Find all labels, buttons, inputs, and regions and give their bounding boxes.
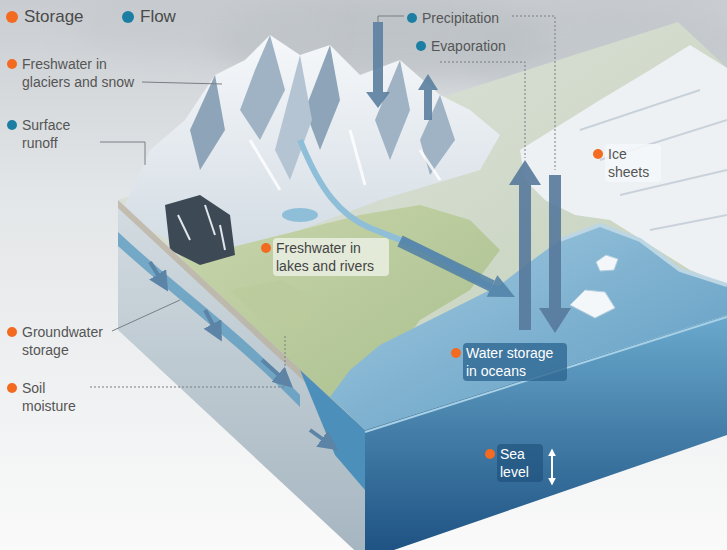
legend-label: Storage (22, 7, 86, 27)
callout-label: Surface runoff (19, 115, 95, 153)
leader-line (378, 16, 404, 22)
callout: Sea level (497, 444, 543, 482)
mountain-shadow (240, 35, 285, 140)
legend-swatch (122, 11, 134, 23)
ocean-evaporation-arrow (519, 185, 531, 330)
snow-streaks (178, 205, 225, 250)
callout-dot (485, 449, 495, 459)
leader-line (142, 82, 222, 84)
ocean-cross-section (365, 315, 727, 550)
coastal-water (300, 370, 365, 490)
callout: Soil moisture (19, 378, 85, 416)
callout: Groundwater storage (19, 322, 115, 360)
callout-label: Soil moisture (19, 378, 85, 416)
precipitation-arrow (373, 22, 383, 92)
mountain-shadow (190, 75, 225, 170)
runoff-arrow (400, 241, 492, 286)
callout-label: Water storage in oceans (463, 343, 567, 381)
ocean-precipitation-arrow (549, 175, 561, 308)
callout-label: Freshwater in glaciers and snow (19, 54, 150, 92)
runoff-arrow-head (487, 275, 515, 297)
callout-label: Precipitation (419, 8, 502, 28)
lake (282, 208, 318, 222)
callout: Water storage in oceans (463, 343, 567, 381)
sea-level-arrow (551, 450, 553, 484)
callout: Ice sheets (605, 144, 661, 182)
callout-dot (7, 383, 17, 393)
ice-streaks (580, 90, 727, 230)
ice-cliff (560, 225, 727, 285)
groundwater-flow-arrow (150, 262, 166, 288)
precipitation-arrow-head (366, 92, 390, 108)
mountain-shadow (305, 45, 340, 150)
callout-label: Freshwater in lakes and rivers (273, 238, 389, 276)
ocean-precipitation-arrow-head (539, 308, 571, 333)
callout: Precipitation (419, 8, 502, 28)
callout-dot (261, 243, 271, 253)
callout-dot (416, 41, 426, 51)
iceberg (570, 290, 615, 318)
callout-label: Groundwater storage (19, 322, 115, 360)
callout: Freshwater in glaciers and snow (19, 54, 150, 92)
legend-swatch (6, 11, 18, 23)
legend-label: Flow (138, 7, 178, 27)
callout: Evaporation (428, 36, 509, 56)
leader-line (512, 16, 555, 170)
leader-line (90, 335, 285, 387)
callout-dot (451, 348, 461, 358)
callout-dot (593, 149, 603, 159)
callout-label: Evaporation (428, 36, 509, 56)
leader-line (100, 142, 145, 165)
callout-dot (7, 120, 17, 130)
callout: Freshwater in lakes and rivers (273, 238, 389, 276)
evaporation-arrow (424, 90, 432, 120)
callout-dot (407, 13, 417, 23)
callout: Surface runoff (19, 115, 95, 153)
leader-line (112, 300, 180, 331)
leader-line (440, 62, 525, 158)
ocean-evaporation-arrow-head (509, 160, 541, 185)
groundwater-flow-arrow (262, 360, 290, 385)
sea-surface-line (365, 317, 727, 432)
iceberg (596, 255, 618, 271)
groundwater-flow-arrow (205, 310, 220, 338)
cloud (70, 0, 330, 55)
callout-label: Ice sheets (605, 144, 661, 182)
callout-dot (7, 327, 17, 337)
evaporation-arrow-head (418, 74, 438, 90)
callout-dot (7, 59, 17, 69)
callout-label: Sea level (497, 444, 543, 482)
groundwater-flow-arrow (310, 430, 335, 448)
glacier-streaks (250, 130, 440, 190)
